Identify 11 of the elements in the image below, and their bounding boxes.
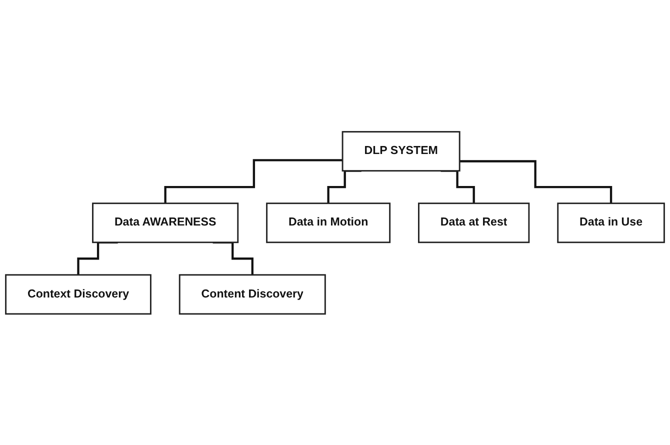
node-box: Data in Use bbox=[557, 202, 665, 243]
connector bbox=[164, 158, 343, 204]
node-box: Data in Motion bbox=[266, 202, 391, 243]
node-box: Content Discovery bbox=[178, 274, 326, 314]
connector bbox=[440, 169, 475, 204]
node-box: Context Discovery bbox=[5, 274, 152, 314]
node-box: Data AWARENESS bbox=[92, 202, 239, 243]
node-box: DLP SYSTEM bbox=[342, 130, 460, 172]
connector bbox=[460, 160, 612, 204]
node-box: Data at Rest bbox=[418, 202, 530, 243]
connector bbox=[327, 169, 362, 204]
